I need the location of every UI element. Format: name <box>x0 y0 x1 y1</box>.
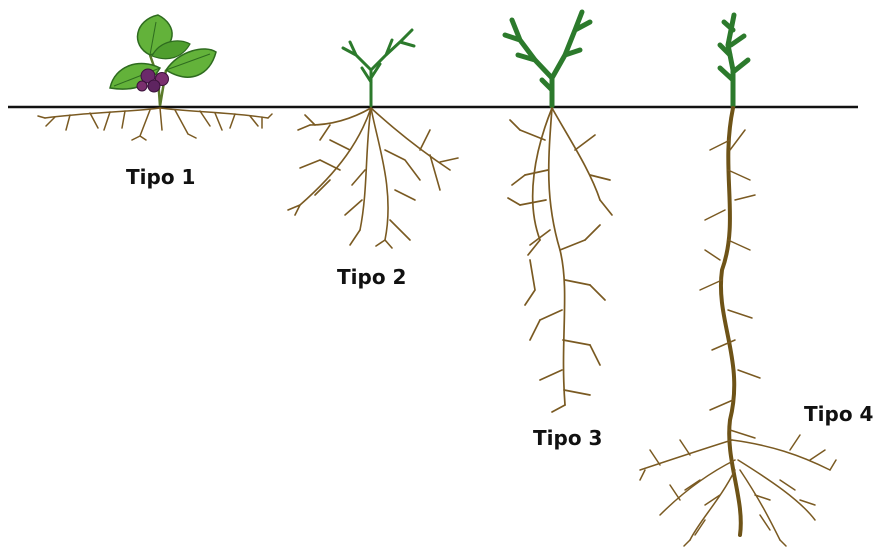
sprout-icon <box>505 12 590 106</box>
plant-2 <box>288 30 458 248</box>
type-2-label: Tipo 2 <box>337 265 406 289</box>
type-4-label: Tipo 4 <box>804 402 873 426</box>
type-1-label: Tipo 1 <box>126 165 195 189</box>
strawberry-plant-icon <box>110 15 216 106</box>
sprout-icon <box>343 30 414 106</box>
plant-1 <box>38 15 272 140</box>
plant-4 <box>640 15 836 546</box>
plant-3 <box>505 12 612 412</box>
sprout-icon <box>720 15 748 106</box>
type-3-label: Tipo 3 <box>533 426 602 450</box>
